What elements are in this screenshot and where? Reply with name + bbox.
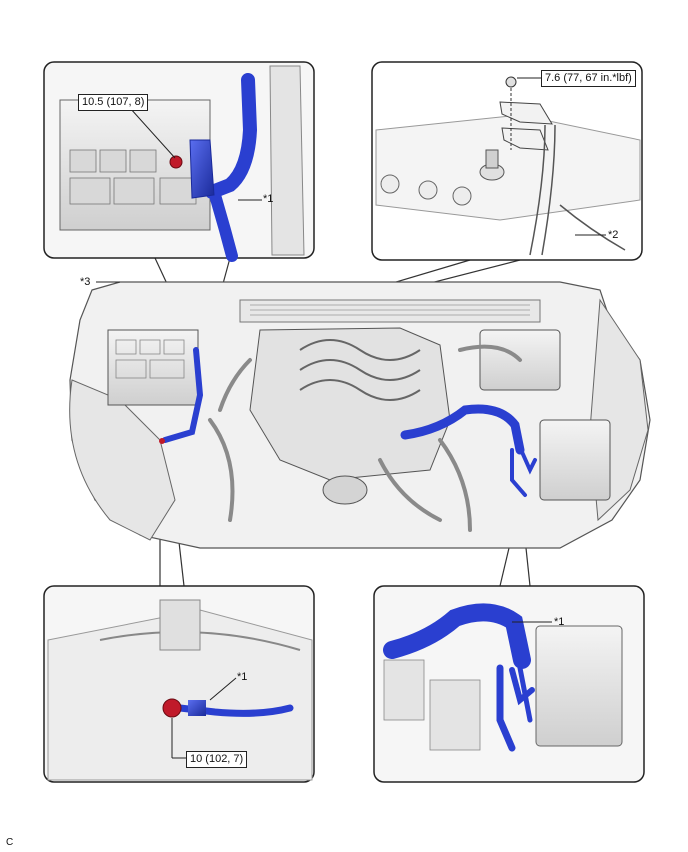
ground-harness-detail-top	[205, 73, 258, 262]
fuse-box-nut	[169, 155, 183, 169]
battery-harness-branch-main	[510, 448, 537, 497]
relay-box	[539, 419, 611, 501]
bracket	[159, 599, 201, 651]
engine-parts-detail	[383, 659, 481, 751]
detail-panel-battery	[371, 61, 643, 261]
oil-cap	[322, 475, 368, 505]
battery-terminal-nut	[505, 76, 517, 88]
terminal-clamp	[499, 101, 553, 151]
callout-leader-bottom-left	[209, 677, 237, 701]
ground-harness-main	[162, 347, 204, 443]
detail-panel-fuse-box	[43, 61, 315, 262]
detail-panel-body-ground	[43, 585, 315, 783]
fuse-box	[107, 329, 199, 406]
intake-runners	[299, 339, 421, 401]
main-engine-view	[69, 281, 651, 549]
ground-harness-detail-bottom	[176, 704, 294, 717]
battery-terminal	[479, 149, 505, 181]
torque-label-battery-terminal-nut: 7.6 (77, 67 in.*lbf)	[541, 70, 636, 87]
figure-code: C	[6, 837, 14, 848]
battery-caps	[380, 174, 472, 206]
callout-bottom-right: *1	[554, 616, 565, 628]
fuse-box-detail	[115, 339, 185, 379]
battery-harness-main	[400, 404, 525, 455]
engine-block	[249, 327, 451, 481]
torque-label-fuse-box-nut: 10.5 (107, 8)	[78, 94, 149, 111]
callout-top-left: *1	[263, 193, 274, 205]
detail-panel-harness-route	[373, 585, 645, 783]
harness-terminal-top	[189, 139, 215, 199]
ground-bolt-main	[159, 438, 165, 444]
ground-terminal	[188, 700, 206, 716]
fuse-slots	[69, 149, 197, 205]
nut-leader-top-left	[129, 107, 176, 159]
torque-label-body-ground-bolt: 10 (102, 7)	[186, 751, 248, 768]
left-fender	[69, 379, 176, 541]
hoses	[208, 344, 522, 532]
pillar	[269, 65, 305, 256]
callout-top-right: *2	[608, 229, 619, 241]
relay-box-detail	[535, 625, 623, 747]
body-ground-bolt	[162, 698, 182, 718]
cowl-panel	[239, 299, 541, 323]
callout-main-left: *3	[80, 276, 91, 288]
battery-cable	[529, 124, 626, 256]
battery-harness-detail	[383, 603, 535, 752]
callout-bottom-left: *1	[237, 671, 248, 683]
cowl-grille	[250, 304, 530, 316]
